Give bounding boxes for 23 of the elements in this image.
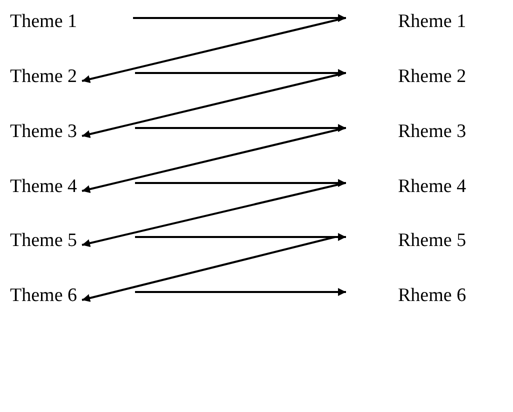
arrow — [135, 179, 346, 187]
arrow — [82, 182, 346, 248]
text-label: Theme 3 — [10, 121, 78, 142]
arrow — [82, 72, 346, 138]
text-label: Theme 4 — [10, 176, 78, 197]
text-label: Rheme 3 — [398, 121, 466, 142]
text-label: Theme 5 — [10, 230, 78, 251]
arrow — [135, 124, 346, 132]
text-label: Rheme 4 — [398, 176, 466, 197]
text-label: Rheme 2 — [398, 66, 466, 87]
arrow — [82, 127, 346, 194]
arrow — [135, 233, 346, 241]
text-label: Theme 2 — [10, 66, 78, 87]
text-label: Rheme 1 — [398, 11, 466, 32]
text-label: Theme 1 — [10, 11, 78, 32]
text-label: Rheme 6 — [398, 285, 466, 306]
text-label: Theme 6 — [10, 285, 78, 306]
arrow — [135, 288, 346, 296]
arrow — [135, 69, 346, 77]
arrow — [133, 14, 346, 22]
arrow — [82, 17, 346, 84]
arrow — [82, 236, 336, 302]
text-label: Rheme 5 — [398, 230, 466, 251]
